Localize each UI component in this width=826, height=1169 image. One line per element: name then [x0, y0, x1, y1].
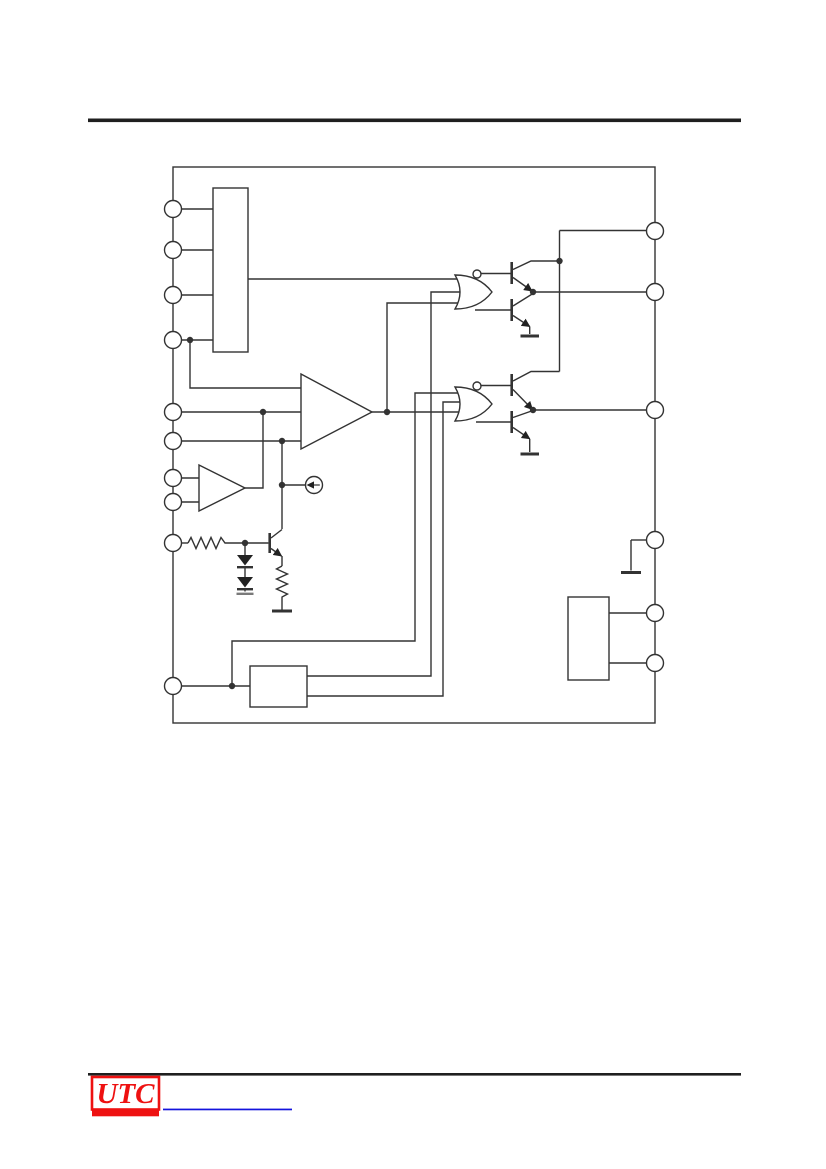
flip-flop-block [249, 665, 308, 708]
diode-icon [237, 577, 253, 588]
wire [307, 291, 462, 677]
logo-border [90, 1075, 161, 1111]
pwm-comparator-triangle [300, 372, 374, 451]
bottom-rule [88, 1073, 741, 1076]
top-rule [88, 118, 741, 123]
pin-circle [645, 603, 665, 623]
wire [231, 392, 462, 686]
gate-body [453, 274, 493, 310]
error-amplifier-triangle [198, 463, 247, 513]
output-transistor-q4 [510, 409, 539, 456]
pin-circle [163, 330, 183, 350]
transistor-collector [512, 370, 560, 382]
pin-circle [163, 240, 183, 260]
junction-dots [186, 257, 563, 690]
junction-dot [278, 437, 286, 445]
inverter-bubble-icon [472, 269, 482, 279]
junction-dot [556, 257, 563, 265]
pin-circle [163, 199, 183, 219]
output-transistor-q2 [510, 292, 539, 338]
wire [245, 412, 264, 489]
nor-gate-lower [453, 381, 493, 422]
utc-logo: UTC [90, 1075, 161, 1117]
transistor-emitter [270, 547, 283, 557]
block-diagram [163, 166, 665, 724]
transistor-emitter [512, 389, 534, 411]
junction-dot [278, 481, 286, 489]
output-transistor-q3 [510, 370, 560, 411]
gate-body [453, 386, 493, 422]
pin-circle [645, 530, 665, 550]
resistor-horizontal [187, 535, 269, 551]
footer: UTC [88, 1073, 741, 1117]
transistor-emitter [512, 276, 533, 292]
wire [189, 340, 301, 389]
transistor-collector [512, 292, 534, 307]
output-transistor-q1 [510, 260, 560, 292]
wires [181, 208, 647, 697]
transistor-emitter [512, 426, 531, 440]
junction-dot [241, 539, 249, 547]
logo-text: UTC [97, 1078, 156, 1110]
pin-circle [645, 400, 665, 420]
pin-circle [163, 676, 183, 696]
transistor-emitter [512, 314, 531, 328]
pin-circle [163, 285, 183, 305]
wire [386, 302, 462, 412]
wire [307, 401, 462, 697]
logo-underbar [92, 1109, 159, 1117]
pin-circle [163, 468, 183, 488]
diode-chain [236, 555, 254, 595]
pin-circle [163, 402, 183, 422]
link-underline[interactable] [163, 1108, 292, 1111]
transistor-collector [270, 528, 283, 539]
oscillator-block [212, 187, 249, 353]
pin-circle [645, 221, 665, 241]
pin-circle [163, 431, 183, 451]
transistor-collector [512, 260, 560, 271]
junction-dot [529, 406, 537, 414]
transistor-collector [512, 409, 534, 419]
left-pins [163, 199, 183, 696]
pin-circle [163, 492, 183, 512]
diode-icon [237, 555, 253, 566]
pin-circle [645, 653, 665, 673]
pin-circle [645, 282, 665, 302]
nor-gate-upper [453, 269, 493, 310]
junction-dot [259, 408, 267, 416]
current-source-icon [304, 475, 324, 495]
reference-block [567, 596, 610, 681]
resistor-vertical [274, 565, 290, 610]
pin-circle [163, 533, 183, 553]
right-pins [645, 221, 665, 673]
inverter-bubble-icon [472, 381, 482, 391]
junction-dot [529, 288, 537, 296]
junction-dot [228, 682, 236, 690]
junction-dot [186, 336, 194, 344]
junction-dot [383, 408, 391, 416]
current-source-arrow [306, 481, 314, 489]
bias-transistor [268, 528, 292, 613]
